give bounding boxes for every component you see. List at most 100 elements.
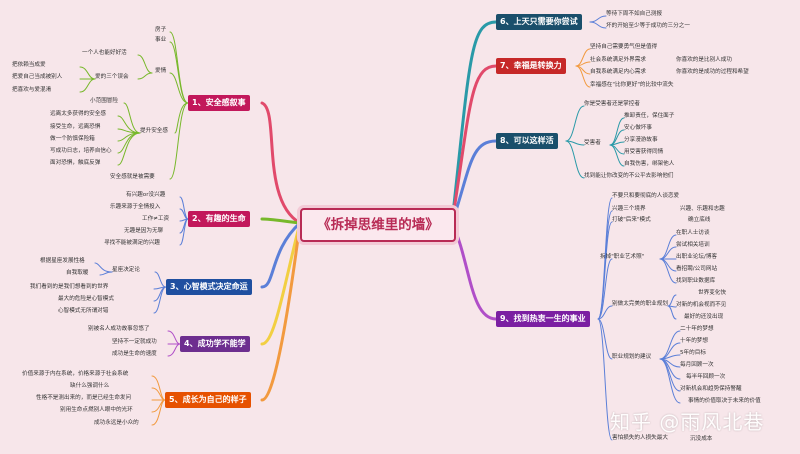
leaf[interactable]: 爱情 <box>155 68 167 74</box>
branch-interesting-life[interactable]: 2、有趣的生命 <box>188 211 250 227</box>
leaf[interactable]: 事业 <box>155 37 167 43</box>
leaf[interactable]: 二十年的梦想 <box>680 326 714 332</box>
connector <box>117 132 141 166</box>
connector <box>597 318 613 360</box>
leaf[interactable]: 安心做坏事 <box>624 125 652 131</box>
leaf[interactable]: 工作≠工资 <box>142 216 170 222</box>
leaf[interactable]: 5年的目标 <box>680 350 706 356</box>
leaf[interactable]: 兴趣、乐趣和志趣 <box>680 206 725 212</box>
leaf[interactable]: 尝试相关培训 <box>676 242 710 248</box>
leaf[interactable]: 最好的还没出现 <box>684 314 724 320</box>
leaf[interactable]: 性格不是测出来的，而是已经生命发问 <box>36 395 132 401</box>
leaf[interactable]: 房子 <box>155 27 167 33</box>
leaf[interactable]: 有兴趣or没兴趣 <box>126 192 166 198</box>
leaf[interactable]: 沉没成本 <box>690 436 713 442</box>
leaf[interactable]: 世界变化快 <box>698 290 726 296</box>
leaf[interactable]: 小范围冒险 <box>90 98 118 104</box>
leaf[interactable]: 乐趣来源于全情投入 <box>110 204 161 210</box>
branch-live-this-way[interactable]: 8、可以这样活 <box>496 133 558 149</box>
branch-try[interactable]: 6、上天只需要你尝试 <box>496 14 582 30</box>
branch-security[interactable]: 1、安全感叙事 <box>188 95 250 111</box>
leaf[interactable]: 坚持自己需要勇气但是值得 <box>590 44 658 50</box>
connector <box>123 102 141 134</box>
leaf[interactable]: 心智模式无所谓对错 <box>58 308 109 314</box>
branch-grow-yourself[interactable]: 5、成长为自己的样子 <box>165 392 251 408</box>
leaf[interactable]: 成功永远是小众的 <box>94 420 139 426</box>
leaf[interactable]: 十年的梦想 <box>680 338 708 344</box>
leaf[interactable]: 自我系统满足内心需求 <box>590 69 646 75</box>
leaf[interactable]: 每半年回顾一次 <box>686 374 726 380</box>
leaf[interactable]: 看招聘/公司网站 <box>676 266 718 272</box>
leaf[interactable]: 对新的机会视而不见 <box>676 302 727 308</box>
leaf[interactable]: 每月回顾一次 <box>680 362 714 368</box>
leaf[interactable]: 对新机会和趋势保持警醒 <box>680 386 742 392</box>
leaf[interactable]: 事情的价值取决于未来的价值 <box>688 398 761 404</box>
leaf[interactable]: 你喜欢的是成功的过程和希望 <box>676 69 749 75</box>
leaf[interactable]: 我们看到的是我们想看到的世界 <box>30 284 109 290</box>
leaf[interactable]: 写成功日志，培养自信心 <box>50 148 112 154</box>
leaf[interactable]: 兴趣三个境界 <box>612 206 646 212</box>
leaf[interactable]: 你喜欢的是比别人成功 <box>676 57 732 63</box>
connector <box>597 318 613 441</box>
leaf[interactable]: 无趣是因为无聊 <box>124 228 164 234</box>
leaf[interactable]: 别做太完美的职业规划 <box>612 301 668 307</box>
connector <box>609 144 625 167</box>
leaf[interactable]: 面对恐惧，触底反弹 <box>50 160 101 166</box>
connector <box>450 139 498 225</box>
branch-success-studies[interactable]: 4、成功学不能学 <box>180 336 250 352</box>
leaf[interactable]: 社会系统满足外界需求 <box>590 57 646 63</box>
branch-mental-model[interactable]: 3、心智模式决定命运 <box>166 279 252 295</box>
leaf[interactable]: 价值来源于内在系统，价格来源于社会系统 <box>22 371 129 377</box>
connector <box>597 305 613 320</box>
leaf[interactable]: 你是受害者还是掌控者 <box>584 101 640 107</box>
leaf[interactable]: 出职业论坛/博客 <box>676 254 718 260</box>
leaf[interactable]: 职业规划的建议 <box>612 354 652 360</box>
connector <box>659 354 681 360</box>
leaf[interactable]: 寻找不能被满足的兴趣 <box>104 240 160 246</box>
leaf[interactable]: 别被名人成功故事忽悠了 <box>88 326 150 332</box>
leaf[interactable]: 缺什么强调什么 <box>70 383 110 389</box>
leaf[interactable]: 自我取暖 <box>66 270 89 276</box>
leaf[interactable]: 做一个防慎保险箱 <box>50 136 95 142</box>
root-node[interactable]: 《拆掉思维里的墙》 <box>300 208 456 242</box>
leaf[interactable]: 打破"后来"模式 <box>612 217 651 223</box>
leaf[interactable]: 一个人也能好好活 <box>82 50 127 56</box>
connector <box>169 31 189 104</box>
leaf[interactable]: 推卸责任，保住面子 <box>624 113 675 119</box>
leaf[interactable]: 根据星座发展性格 <box>40 258 85 264</box>
connector <box>117 132 141 142</box>
leaf[interactable]: 找到职业数据库 <box>676 278 716 284</box>
leaf[interactable]: 找到能让你改变的不公平去影响他们 <box>584 173 674 179</box>
leaf[interactable]: 安全感就是被需要 <box>110 174 155 180</box>
leaf[interactable]: 分享漫游故事 <box>624 137 658 143</box>
leaf[interactable]: 受害者 <box>584 140 601 146</box>
leaf[interactable]: 害怕损失的人损失最大 <box>612 435 668 441</box>
connector <box>117 115 141 134</box>
connector <box>167 330 181 345</box>
leaf[interactable]: 远离太多获得的安全感 <box>50 111 106 117</box>
leaf[interactable]: 不要只和要彻底的人谈恋爱 <box>612 193 680 199</box>
leaf[interactable]: 自我伤害，绑架他人 <box>624 161 675 167</box>
leaf[interactable]: 成功是生命的速度 <box>112 351 157 357</box>
leaf[interactable]: 拆掉"职业艺术照" <box>600 254 645 260</box>
leaf[interactable]: 别用生命点燃别人眼中的光环 <box>60 407 133 413</box>
leaf[interactable]: 用受害获得同情 <box>624 149 664 155</box>
leaf[interactable]: 最大的危险是心智模式 <box>58 296 114 302</box>
leaf[interactable]: 坏的开始至少等于成功的三分之一 <box>606 23 690 29</box>
leaf[interactable]: 把依赖当成爱 <box>12 62 46 68</box>
leaf[interactable]: 坚持不一定就成功 <box>112 339 157 345</box>
leaf[interactable]: 星座决定论 <box>112 267 140 273</box>
leaf[interactable]: 在职人士访谈 <box>676 230 710 236</box>
connector <box>659 258 677 272</box>
leaf[interactable]: 爱的三个误会 <box>95 74 129 80</box>
leaf[interactable]: 等待下周不如自己测报 <box>606 11 662 17</box>
branch-career[interactable]: 9、找到热衷一生的事业 <box>496 311 590 327</box>
leaf[interactable]: 确立底线 <box>688 217 711 223</box>
watermark: 知乎 @雨风北巷 <box>610 410 765 434</box>
leaf[interactable]: 提升安全感 <box>140 128 168 134</box>
branch-happiness[interactable]: 7、幸福是转换力 <box>496 58 566 74</box>
leaf[interactable]: 接受生命，远离恐惧 <box>50 124 101 130</box>
leaf[interactable]: 把爱自己当成被别人 <box>12 74 63 80</box>
leaf[interactable]: 幸福感在"比你更好"的比较中流失 <box>590 82 674 88</box>
leaf[interactable]: 把喜欢与爱混淆 <box>12 87 52 93</box>
